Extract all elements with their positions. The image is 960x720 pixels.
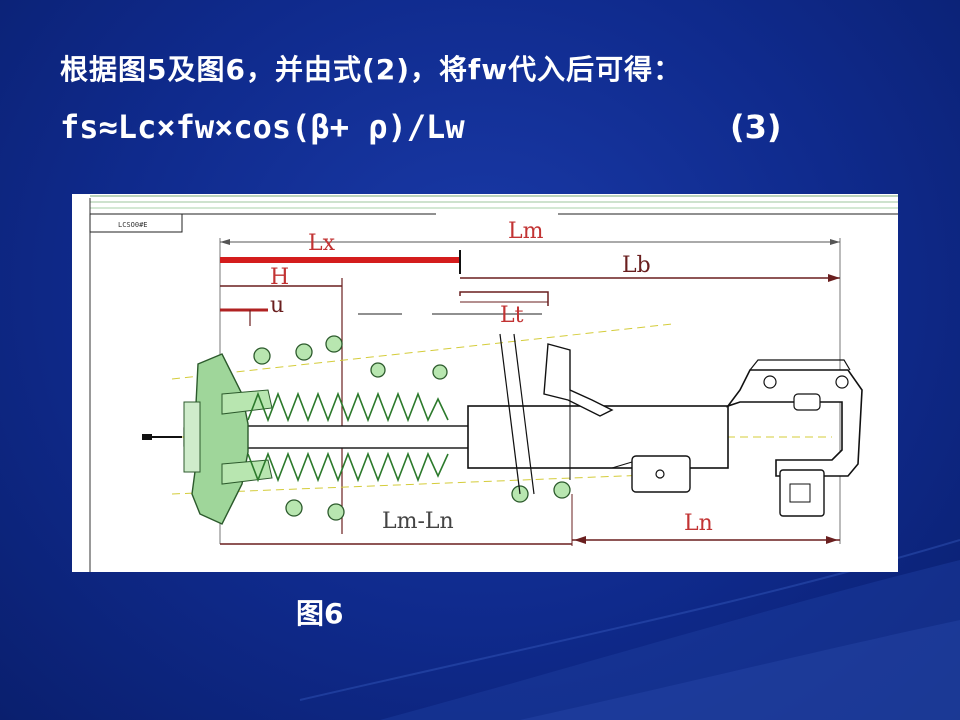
coil-spring: [253, 335, 571, 521]
strut-drawing: LCSO0#E Lm Lx Lb H u Lt: [89, 195, 898, 572]
figure-caption: 图6: [296, 597, 344, 630]
label-lm: Lm: [508, 219, 544, 244]
dust-boot-lower: [247, 451, 449, 483]
formula-text: fs≈Lc×fw×cos(β+ ρ)/Lw: [60, 108, 465, 146]
label-lx: Lx: [308, 231, 336, 256]
label-u: u: [270, 293, 284, 318]
strut-assembly-diagram: LCSO0#E Lm Lx Lb H u Lt: [72, 194, 898, 572]
label-lm-ln: Lm-Ln: [382, 509, 454, 534]
dust-boot-upper: [247, 391, 449, 423]
bracket-hole-upper-left: [763, 375, 777, 389]
title-block-text: LCSO0#E: [118, 221, 148, 229]
label-lt: Lt: [500, 303, 524, 328]
slide-heading: 根据图5及图6，并由式(2)，将fw代入后可得：: [60, 53, 683, 86]
title-block: [89, 213, 183, 233]
equation-number: (3): [730, 108, 782, 146]
bracket-hole-upper-right: [835, 375, 849, 389]
label-h: H: [270, 265, 289, 290]
label-lb: Lb: [622, 253, 651, 278]
label-ln: Ln: [684, 511, 713, 536]
